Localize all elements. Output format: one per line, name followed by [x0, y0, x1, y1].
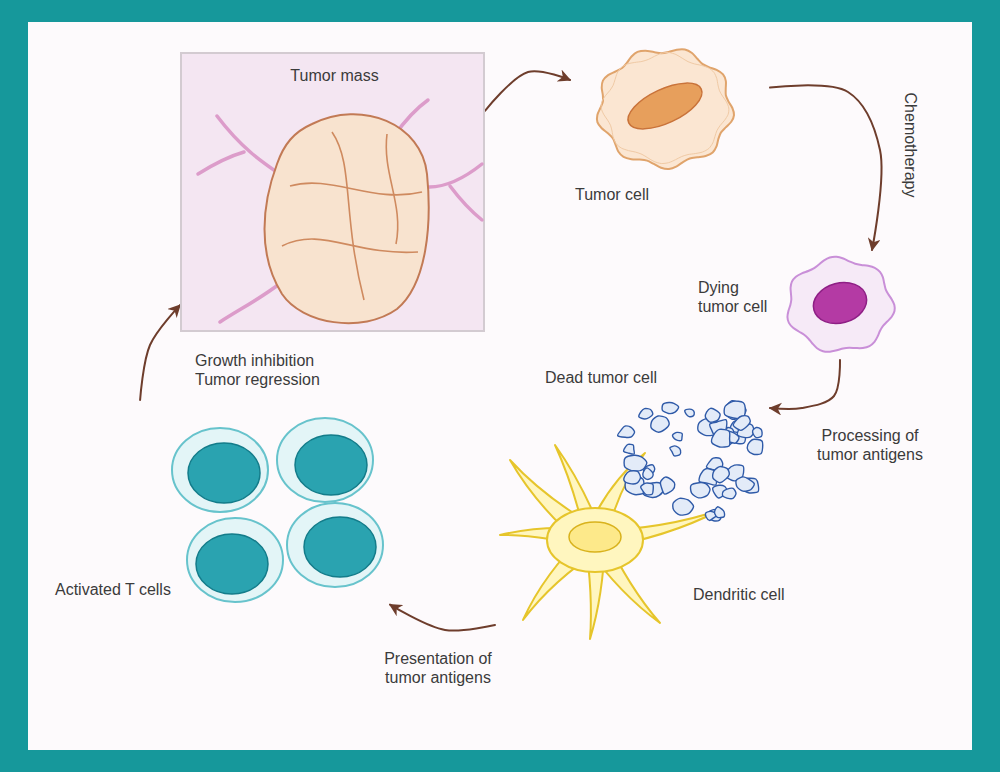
cell-fragment	[618, 426, 635, 437]
cell-membrane-sketch	[601, 52, 729, 163]
cell-fragment	[643, 468, 653, 480]
tumor-cell: Tumor cell	[570, 40, 770, 210]
cell-fragment	[670, 446, 681, 456]
t-cell	[277, 418, 373, 502]
cell-fragment	[747, 439, 762, 454]
dying-tumor-cell: Dying tumor cell	[690, 250, 890, 360]
edge-label: Chemotherapy	[900, 90, 921, 201]
edge-label: Processing of tumor antigens	[806, 425, 934, 465]
cell-fragment	[624, 455, 647, 471]
cell-nucleus	[809, 277, 872, 330]
cell-fragment	[651, 416, 669, 432]
cell-nucleus	[622, 74, 709, 139]
node-label: Activated T cells	[55, 580, 185, 599]
cell-fragment	[660, 477, 674, 494]
tumor-fold	[290, 183, 422, 195]
t-cell	[187, 518, 283, 602]
frame-ground	[28, 22, 972, 750]
cell-nucleus	[295, 435, 367, 495]
flow-arrow	[390, 605, 495, 631]
cell-fragment	[712, 429, 730, 447]
cell-fragment	[713, 467, 730, 483]
node-label: Dendritic cell	[693, 585, 803, 604]
cell-fragment	[685, 409, 694, 417]
dendritic-cell: Dendritic cell	[495, 425, 805, 645]
cell-nucleus	[188, 443, 260, 503]
node-label: Tumor mass	[182, 66, 487, 85]
blood-vessel	[420, 164, 482, 187]
cell-fragment	[733, 416, 750, 431]
flow-arrow	[485, 71, 570, 111]
flow-arrow	[140, 305, 180, 400]
cell-membrane	[597, 49, 734, 169]
cell-nucleus	[304, 517, 376, 577]
edge-label: Growth inhibition Tumor regression	[192, 350, 343, 390]
cell-fragment	[715, 507, 725, 518]
t-cell-group: Activated T cells	[50, 400, 390, 620]
cell-fragment	[662, 403, 679, 414]
blood-vessel	[198, 152, 244, 174]
cell-fragment	[673, 432, 683, 440]
cell-membrane	[187, 518, 283, 602]
cell-fragment	[753, 428, 763, 438]
cell-membrane	[172, 428, 268, 512]
node-label: Dying tumor cell	[698, 278, 778, 316]
tumor-mass-panel: Tumor mass	[180, 52, 485, 332]
cell-fragment	[624, 471, 641, 484]
cell-fragment	[641, 483, 654, 495]
tumor-fold	[386, 134, 398, 244]
cell-membrane	[277, 418, 373, 502]
t-cell	[172, 428, 268, 512]
illustration	[495, 425, 805, 645]
cell-body	[547, 508, 643, 572]
cell-membrane	[787, 257, 894, 352]
illustration	[182, 54, 487, 334]
dead-tumor-cell: Dead tumor cell	[540, 365, 770, 535]
tumor-blob	[265, 114, 429, 323]
cell-fragment	[736, 477, 754, 491]
cell-fragment	[639, 409, 653, 419]
cell-nucleus	[196, 534, 268, 594]
blood-vessel	[450, 186, 482, 220]
cell-fragment	[673, 498, 694, 515]
cell-membrane	[287, 503, 383, 587]
blood-vessel	[220, 282, 282, 322]
tumor-fold	[332, 132, 364, 300]
edge-label: Presentation of tumor antigens	[370, 648, 506, 688]
flow-arrow	[770, 85, 882, 250]
illustration	[570, 40, 770, 210]
cell-fragment	[722, 488, 736, 498]
cell-fragment	[705, 408, 720, 422]
node-label: Tumor cell	[575, 185, 685, 204]
cell-nucleus	[569, 522, 621, 552]
illustration	[540, 365, 770, 535]
flow-arrow	[770, 360, 840, 409]
cell-fragment	[624, 444, 635, 454]
tumor-fold	[282, 239, 418, 252]
cell-fragment	[691, 483, 711, 498]
t-cell	[287, 503, 383, 587]
node-label: Dead tumor cell	[545, 368, 675, 387]
